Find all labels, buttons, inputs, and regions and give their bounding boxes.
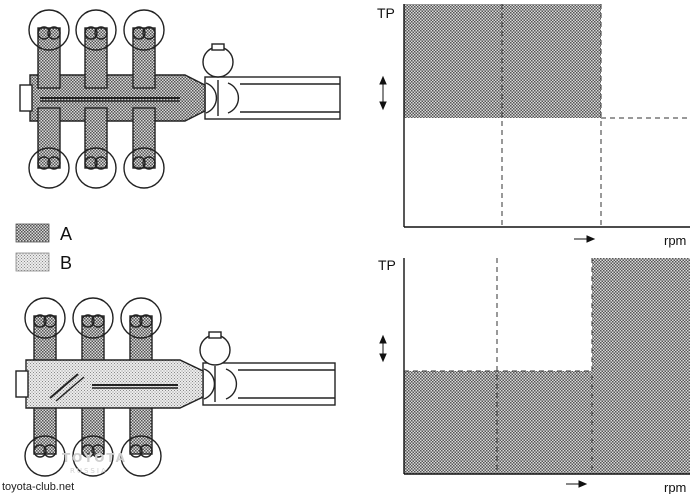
watermark-brand: TOYOTA [62, 451, 127, 465]
chart-bottom-region-a-low [404, 371, 592, 474]
manifold-top [19, 9, 341, 189]
chart-bottom: TP rpm [378, 257, 690, 494]
legend: A B [15, 223, 72, 273]
legend-label-b: B [60, 253, 72, 273]
chart-top: TP rpm [377, 4, 690, 248]
plenum-top [29, 27, 206, 169]
watermark-brand-sub: RUSSIA [70, 467, 108, 475]
chart-bottom-region-a-high [592, 258, 690, 474]
intake-tube-bottom [199, 331, 336, 406]
updown-arrow-icon [379, 75, 387, 111]
watermark-site: toyota-club.net [2, 481, 74, 493]
end-cap-top [19, 84, 33, 112]
watermark: TOYOTA RUSSIA toyota-club.net [2, 451, 127, 493]
control-valve [49, 373, 79, 399]
end-cap-bottom [15, 370, 29, 398]
chart-top-y-label: TP [377, 5, 395, 21]
manifold-bottom [15, 297, 336, 477]
intake-tube-top [202, 43, 341, 120]
ports-top [28, 9, 165, 189]
legend-swatch-b [15, 252, 50, 272]
legend-swatch-a [15, 223, 50, 243]
ports-bottom [24, 297, 162, 477]
updown-arrow-icon [379, 334, 387, 363]
chart-top-x-label: rpm [664, 233, 686, 248]
right-arrow-icon [566, 480, 588, 488]
chart-bottom-x-label: rpm [664, 480, 686, 494]
legend-label-a: A [60, 224, 72, 244]
right-arrow-icon [574, 235, 596, 243]
chart-bottom-y-label: TP [378, 257, 396, 273]
